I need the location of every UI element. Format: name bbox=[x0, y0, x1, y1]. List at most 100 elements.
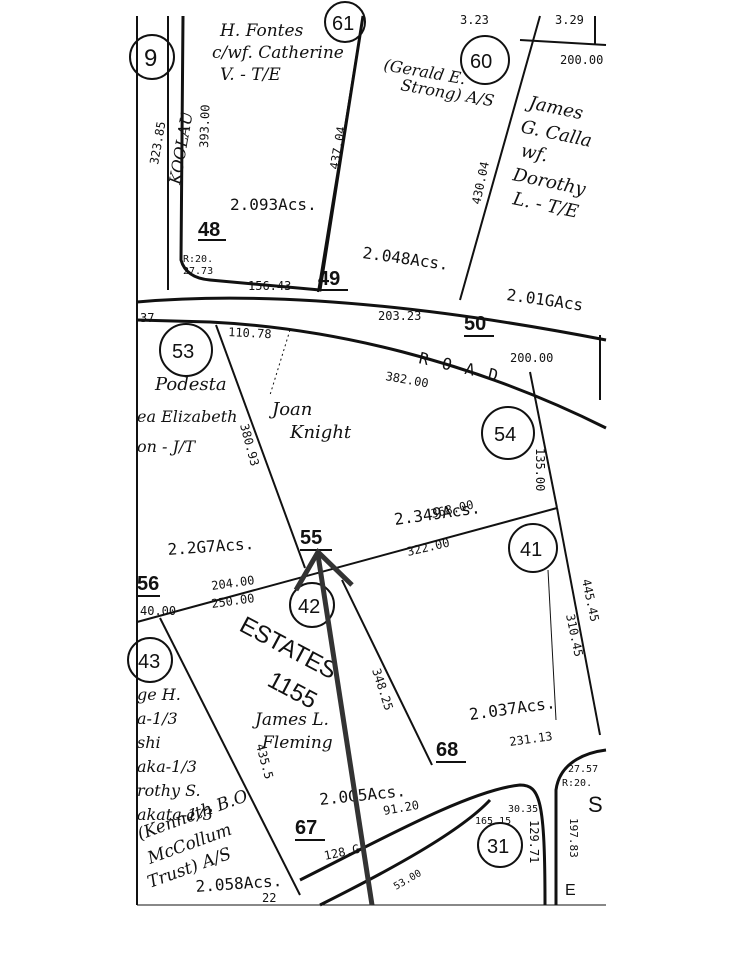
owner-43-line6: akata-1/3 bbox=[137, 805, 213, 824]
circle-54-text: 54 bbox=[494, 424, 516, 446]
road-south-edge bbox=[136, 318, 607, 430]
road-length-200: 200.00 bbox=[510, 351, 553, 365]
parcel-31-length-a: 165.15 bbox=[475, 816, 511, 827]
north-arrow-shaft bbox=[315, 554, 375, 906]
lot-55: 55 bbox=[300, 527, 322, 549]
parcel-48-corner-length: 27.73 bbox=[183, 266, 213, 277]
parcel-49-west-line bbox=[317, 15, 364, 293]
parcel-48-side-a: 393.00 bbox=[197, 104, 213, 148]
parcel-55-east-line bbox=[529, 371, 558, 509]
parcel-55-south-line bbox=[136, 507, 558, 623]
parcel-68-east-line bbox=[341, 579, 433, 766]
lower-road-east bbox=[554, 748, 607, 905]
parcel-31-length-b: 30.35 bbox=[508, 804, 538, 815]
parcel-48-acres: 2.093Acs. bbox=[230, 195, 317, 214]
se-length-a: 27.57 bbox=[568, 764, 598, 775]
owner-53-line3: on - J/T bbox=[137, 437, 196, 456]
owner-53-line2: ea Elizabeth bbox=[137, 407, 237, 426]
circle-31-text: 31 bbox=[487, 836, 509, 858]
owner-50-line3: wf. bbox=[519, 140, 550, 166]
parcel-circle-60 bbox=[460, 35, 510, 85]
parcel-56-acres: 2.2G7Acs. bbox=[167, 534, 255, 559]
lot-67: 67 bbox=[295, 817, 317, 839]
circle-60-text: 60 bbox=[470, 51, 492, 73]
parcel-31-length-d: 129.71 bbox=[527, 820, 541, 863]
road-north-edge bbox=[136, 296, 607, 342]
road-length-156: 156.43 bbox=[248, 279, 291, 293]
north-arrow-head bbox=[293, 547, 354, 592]
se-letter-e: E bbox=[565, 882, 576, 899]
parcel-50-top-length: 200.00 bbox=[560, 53, 603, 67]
parcel-56-length-40: 40.00 bbox=[140, 604, 176, 618]
parcel-49-acres: 2.048Acs. bbox=[361, 243, 450, 274]
owner-48-line1: H. Fontes bbox=[219, 21, 304, 41]
parcel-56-length-204: 204.00 bbox=[210, 573, 255, 593]
parcel-41-acres: 2.037Acs. bbox=[468, 693, 557, 724]
parcel-41-east-length: 445.45 bbox=[579, 578, 602, 623]
parcel-55-west-line bbox=[215, 324, 306, 569]
se-letter-s: S bbox=[588, 792, 603, 817]
parcel-48-side-b: 437.04 bbox=[327, 125, 348, 170]
lot-68: 68 bbox=[436, 739, 458, 761]
lower-road-north bbox=[299, 783, 547, 906]
parcel-54-side: 135.00 bbox=[533, 448, 547, 491]
parcel-circle-42 bbox=[289, 582, 335, 628]
parcel-50-west-line bbox=[459, 15, 541, 301]
parcel-31-length-c: 53.00 bbox=[392, 868, 424, 893]
parcel-68-side: 348.25 bbox=[369, 667, 396, 713]
parcel-50-acres: 2.01GAcs bbox=[505, 285, 584, 315]
parcel-circle-61 bbox=[324, 1, 366, 43]
parcel-circle-9 bbox=[129, 34, 175, 80]
circle-42-text: 42 bbox=[298, 596, 320, 618]
owner-48-line3: V. - T/E bbox=[220, 65, 281, 85]
circle-61-text: 61 bbox=[332, 13, 354, 35]
circle-53-text: 53 bbox=[172, 341, 194, 363]
circle-41-text: 41 bbox=[520, 539, 542, 561]
koolau-side-length: 323.85 bbox=[147, 120, 168, 165]
parcel-circle-53 bbox=[159, 323, 213, 377]
owner-55-line2: Knight bbox=[289, 422, 352, 443]
owner-43-line2: a-1/3 bbox=[137, 709, 178, 728]
parcel-circle-54 bbox=[481, 406, 535, 460]
owner-43-line1: ge H. bbox=[137, 685, 181, 704]
parcel-53-side: 380.93 bbox=[237, 422, 262, 468]
parcel-56-length-250: 250.00 bbox=[210, 591, 255, 611]
se-length-c: 197.83 bbox=[567, 818, 580, 858]
parcel-41-east-line bbox=[556, 507, 601, 736]
parcel-circle-43 bbox=[127, 637, 173, 683]
lot-48: 48 bbox=[198, 219, 220, 241]
owner-43-line5: rothy S. bbox=[137, 781, 201, 800]
parcel-50-north-line bbox=[519, 39, 607, 46]
parcel-41-bottom-length: 231.13 bbox=[508, 729, 553, 749]
road-length-382: 382.00 bbox=[384, 369, 429, 390]
owner-55-line1: Joan bbox=[268, 399, 312, 420]
parcel-48-corner-radius: R:20. bbox=[183, 254, 213, 265]
owner-68-line2: Fleming bbox=[261, 733, 333, 753]
circle-43-text: 43 bbox=[138, 651, 160, 673]
road-length-110: 110.78 bbox=[228, 325, 272, 341]
parcel-circle-31 bbox=[477, 822, 523, 868]
owner-48-line2: c/wf. Catherine bbox=[212, 43, 344, 63]
road-name: ROAD bbox=[417, 348, 513, 388]
parcel-48-boundary bbox=[179, 15, 365, 292]
sw-number: 22 bbox=[262, 891, 276, 905]
parcel-67-west-line bbox=[159, 617, 301, 896]
parcel-41-inner-line bbox=[547, 569, 557, 721]
parcel-41-inner-length: 310.45 bbox=[563, 613, 586, 658]
parcel-41-north-length: 322.00 bbox=[406, 536, 451, 559]
left-lot-number: 37 bbox=[140, 311, 154, 325]
road-length-203: 203.23 bbox=[378, 309, 421, 323]
parcel-68-bottom-length: 91.20 bbox=[382, 798, 420, 818]
lower-road-inner bbox=[319, 798, 492, 907]
owner-68-line1: James L. bbox=[252, 710, 329, 730]
lot-56: 56 bbox=[137, 573, 159, 595]
owner-53-line1: Podesta bbox=[154, 374, 227, 395]
circle-9-text: 9 bbox=[144, 45, 157, 72]
top-length-b: 3.29 bbox=[555, 13, 584, 27]
parcel-circle-41 bbox=[508, 523, 558, 573]
se-radius: R:20. bbox=[562, 778, 592, 789]
owner-43-line3: shi bbox=[137, 733, 161, 752]
lot-49: 49 bbox=[318, 268, 340, 290]
dotted-easement-line bbox=[269, 329, 291, 396]
